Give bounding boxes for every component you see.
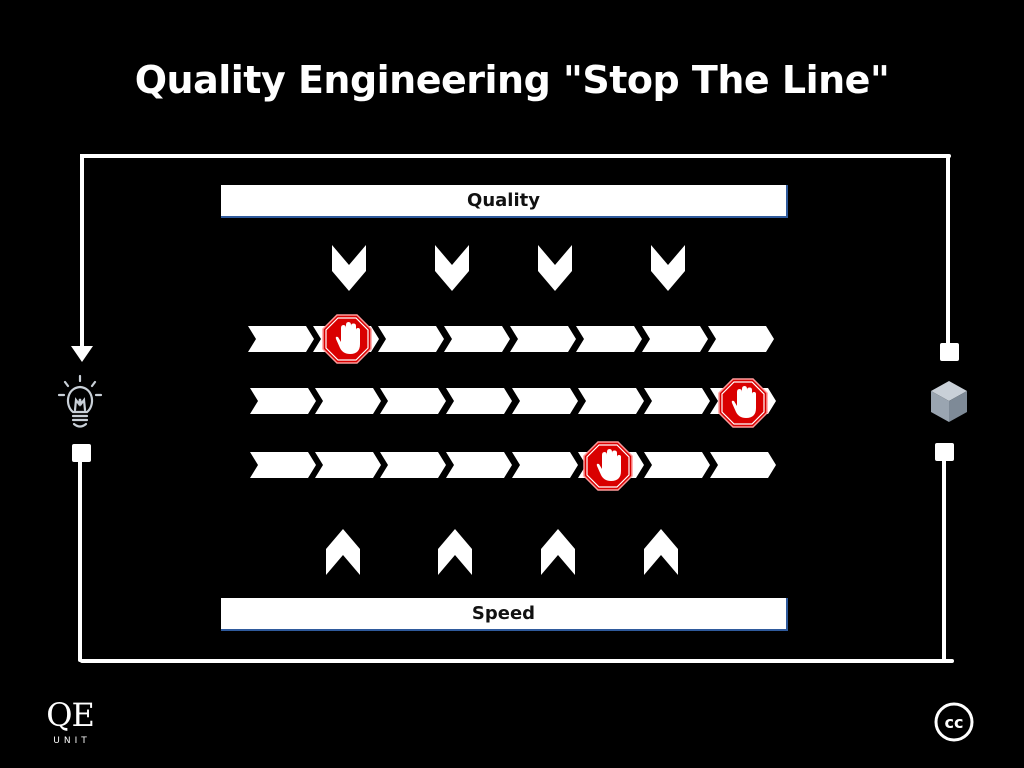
process-chevron <box>708 326 774 352</box>
chevron-up-icon <box>644 529 678 575</box>
loop-right-lower-node <box>935 443 954 461</box>
chevron-down-icon <box>435 245 469 291</box>
process-chevron <box>378 326 444 352</box>
chevron-up-icon <box>326 529 360 575</box>
page-title: Quality Engineering "Stop The Line" <box>134 58 890 102</box>
quality-bar: Quality <box>221 185 788 218</box>
process-chevron <box>446 452 512 478</box>
stop-hand-icon <box>322 314 372 364</box>
process-chevron <box>578 388 644 414</box>
process-chevron <box>512 452 578 478</box>
speed-bar: Speed <box>221 598 788 631</box>
loop-right-lower-line <box>942 459 946 661</box>
cc-label: cc <box>945 713 964 732</box>
loop-right-upper-node <box>940 343 959 361</box>
chevron-up-icon <box>541 529 575 575</box>
qe-unit-logo: QE UNIT <box>42 698 98 746</box>
loop-left-lower-node <box>72 444 91 462</box>
process-chevron <box>644 452 710 478</box>
arrow-down-icon <box>71 346 93 362</box>
loop-left-upper-line <box>80 154 84 350</box>
logo-mark: QE <box>46 696 95 734</box>
loop-top-line <box>80 154 951 158</box>
process-chevron <box>510 326 576 352</box>
flow-row-2 <box>250 388 780 414</box>
process-chevron <box>248 326 314 352</box>
process-chevron <box>444 326 510 352</box>
process-chevron <box>315 452 381 478</box>
chevron-down-icon <box>538 245 572 291</box>
flow-row-3 <box>250 452 780 478</box>
cube-icon <box>931 381 967 422</box>
chevron-up-icon <box>438 529 472 575</box>
stop-hand-icon <box>718 378 768 428</box>
process-chevron <box>250 388 316 414</box>
chevron-down-icon <box>651 245 685 291</box>
process-chevron <box>380 388 446 414</box>
process-chevron <box>642 326 708 352</box>
loop-left-lower-line <box>78 460 82 662</box>
chevron-down-icon <box>332 245 366 291</box>
stop-hand-icon <box>583 441 633 491</box>
logo-subtitle: UNIT <box>53 736 91 746</box>
process-chevron <box>710 452 776 478</box>
loop-right-upper-line <box>946 154 950 346</box>
process-chevron <box>446 388 512 414</box>
speed-label: Speed <box>471 603 536 624</box>
process-chevron <box>512 388 578 414</box>
lightbulb-icon <box>57 374 103 428</box>
process-chevron <box>644 388 710 414</box>
quality-label: Quality <box>467 190 540 211</box>
process-chevron <box>315 388 381 414</box>
process-chevron <box>380 452 446 478</box>
creative-commons-icon: cc <box>934 702 974 742</box>
process-chevron <box>576 326 642 352</box>
process-chevron <box>250 452 316 478</box>
loop-bottom-line <box>80 659 954 663</box>
